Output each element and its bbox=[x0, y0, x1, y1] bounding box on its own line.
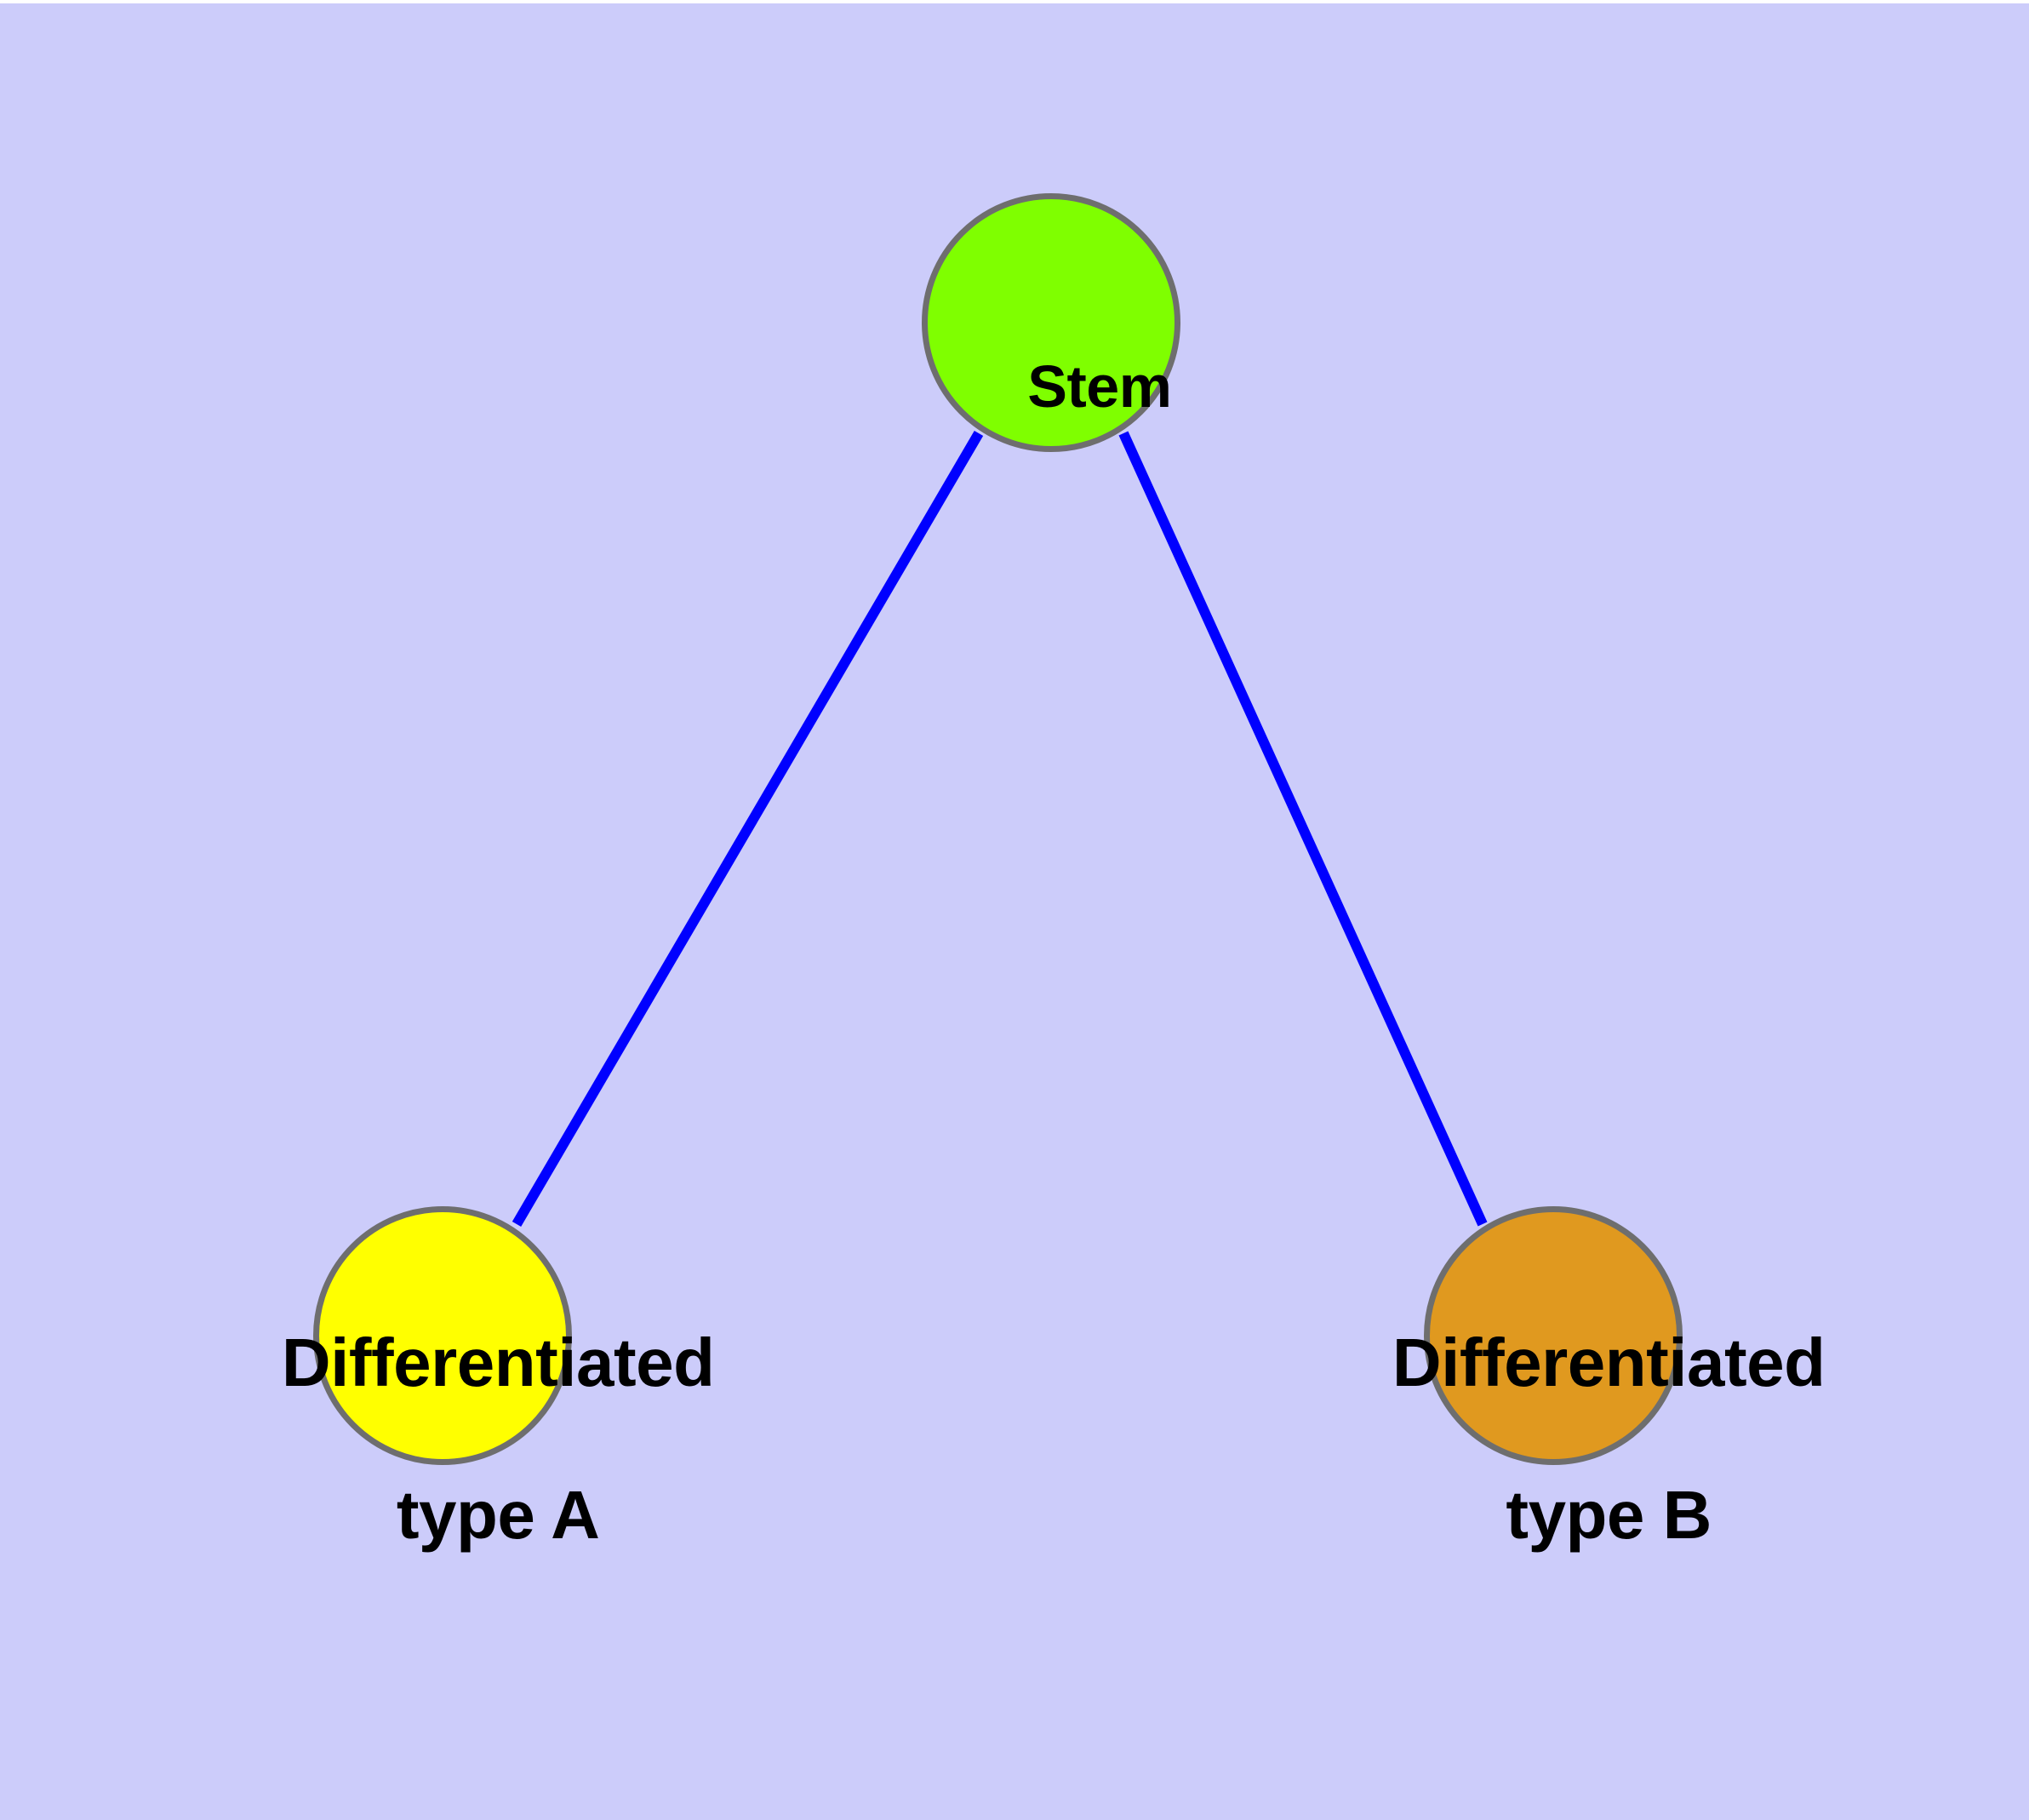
edge-layer bbox=[512, 430, 1488, 1228]
edge-stem-to-differentiated-type-a[interactable] bbox=[512, 430, 984, 1228]
node-differentiated-type-b[interactable] bbox=[1424, 1206, 1683, 1465]
node-stem[interactable] bbox=[922, 193, 1180, 452]
edge-stem-to-differentiated-type-b[interactable] bbox=[1118, 431, 1488, 1227]
node-differentiated-type-a[interactable] bbox=[313, 1206, 572, 1465]
diagram-canvas: Stem Differentiated type A Differentiate… bbox=[0, 3, 2029, 1820]
